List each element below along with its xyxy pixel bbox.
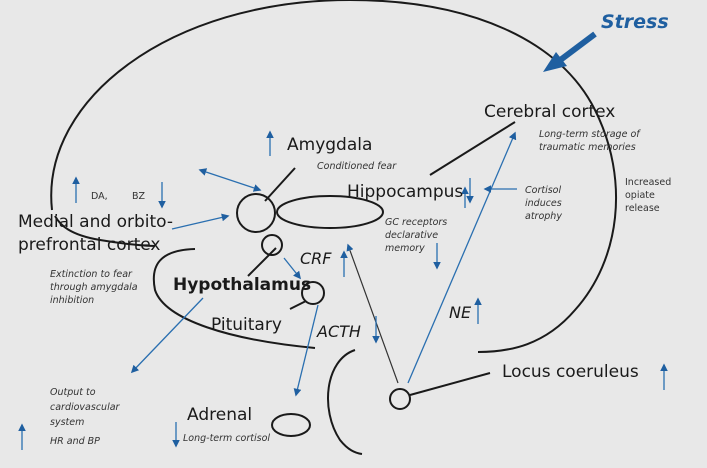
amygdala-prefrontal-arrow (198, 168, 262, 192)
hippocampus-label: Hippocampus (347, 182, 463, 202)
brainstem-curve (327, 349, 363, 455)
locus-leader (409, 372, 491, 396)
opiate-note-3: release (625, 203, 660, 214)
cortex-note-2: traumatic memories (539, 142, 636, 153)
hrbp-note: HR and BP (50, 436, 100, 447)
stress-label: Stress (601, 11, 669, 33)
prefrontal-to-amygdala-arrow (171, 213, 230, 230)
locus-coeruleus-label: Locus coeruleus (502, 362, 639, 382)
adrenal-note: Long-term cortisol (183, 433, 270, 444)
locus-coeruleus-node (389, 388, 411, 410)
cortisol-note-3: atrophy (525, 211, 562, 222)
limbic-curve (152, 248, 316, 349)
adrenal-node (271, 413, 311, 437)
pituitary-leader (289, 300, 307, 310)
bz-label: BZ (132, 191, 146, 202)
da-label: DA, (91, 191, 108, 202)
cortex-note-1: Long-term storage of (539, 129, 641, 140)
cortex-leader (429, 121, 516, 176)
output-note-3: system (50, 417, 84, 428)
crf-arrow (283, 257, 301, 280)
prefrontal-label-1: Medial and orbito- (18, 212, 173, 232)
acth-label: ACTH (316, 322, 361, 341)
extinction-note-2: through amygdala (50, 282, 138, 293)
pituitary-label: Pituitary (211, 315, 282, 335)
hypothalamus-leader (247, 247, 277, 277)
hippo-note-1: GC receptors (385, 217, 447, 228)
crf-label: CRF (300, 249, 332, 268)
extinction-note-3: inhibition (50, 295, 94, 306)
adrenal-label: Adrenal (187, 405, 252, 425)
amygdala-note: Conditioned fear (317, 161, 397, 172)
output-note-2: cardiovascular (50, 402, 121, 413)
cardiovascular-output-arrow (130, 297, 204, 374)
acth-arrow (293, 304, 319, 397)
output-note-1: Output to (50, 387, 96, 398)
opiate-note-1: Increased (625, 177, 671, 188)
brain-outline (50, 0, 617, 353)
extinction-note-1: Extinction to fear (50, 269, 133, 280)
cortisol-note-2: induces (525, 198, 562, 209)
hippo-note-3: memory (385, 243, 425, 254)
hippocampus-node (276, 195, 384, 229)
locus-to-hippocampus-arrow (346, 243, 399, 384)
opiate-note-2: opiate (625, 190, 655, 201)
cerebral-cortex-label: Cerebral cortex (484, 102, 615, 122)
stress-arrowhead (543, 52, 567, 72)
stress-arrow (553, 31, 597, 67)
ne-label: NE (449, 303, 472, 322)
ne-arrow (407, 131, 517, 384)
amygdala-label: Amygdala (287, 135, 372, 155)
prefrontal-curve (54, 215, 156, 247)
amygdala-leader (264, 167, 296, 202)
hippo-note-2: declarative (385, 230, 438, 241)
prefrontal-label-2: prefrontal cortex (18, 235, 160, 255)
cortisol-note-1: Cortisol (525, 185, 561, 196)
hypothalamus-label: Hypothalamus (173, 275, 311, 295)
hypothalamus-node (261, 234, 283, 256)
amygdala-node (236, 193, 276, 233)
pituitary-node (301, 281, 325, 305)
